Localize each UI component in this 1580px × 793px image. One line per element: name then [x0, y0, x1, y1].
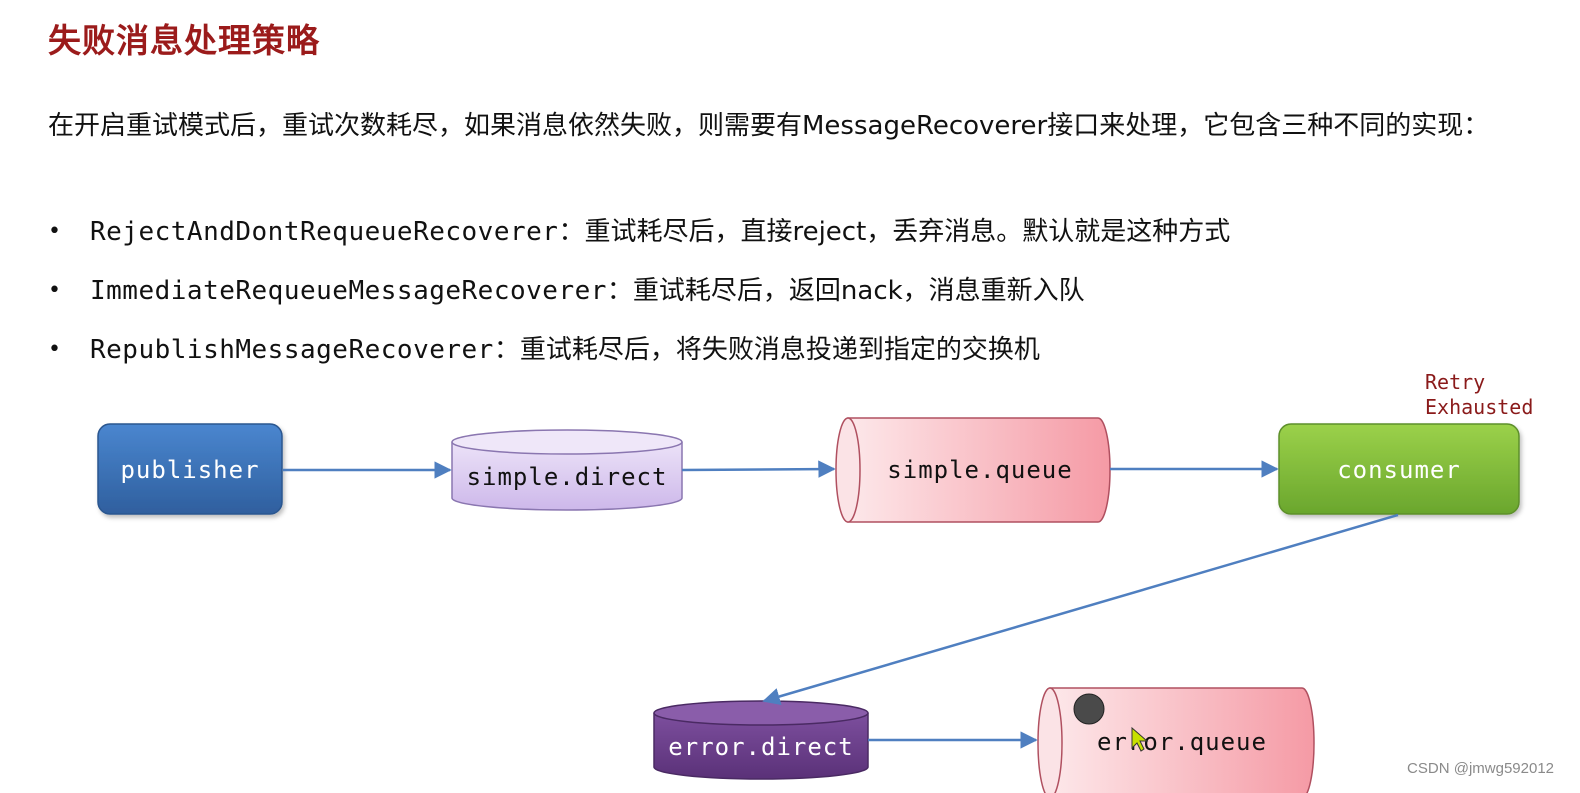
list-item: • RepublishMessageRecoverer：重试耗尽后，将失败消息投递… — [48, 323, 1230, 382]
arrow-consumer-to-error-exchange — [762, 513, 1399, 705]
arrow-exchange-to-queue — [681, 460, 836, 478]
bullet-icon: • — [48, 278, 61, 303]
recoverer-desc: ：重试耗尽后，将失败消息投递到指定的交换机 — [493, 335, 1040, 365]
retry-exhausted-note: Retry Exhausted — [1425, 370, 1534, 419]
cursor-dot-icon — [1073, 693, 1105, 725]
error-queue: error.queue — [1037, 687, 1315, 793]
recoverer-name: ImmediateRequeueMessageRecoverer — [90, 276, 607, 306]
bullet-icon: • — [48, 337, 61, 362]
consumer-label: consumer — [1337, 456, 1461, 484]
error-direct-exchange: error.direct — [653, 700, 869, 780]
recoverer-desc: ：重试耗尽后，返回nack，消息重新入队 — [606, 276, 1085, 306]
error-queue-label: error.queue — [1097, 728, 1267, 756]
publisher-label: publisher — [120, 456, 259, 484]
list-item: • RejectAndDontRequeueRecoverer：重试耗尽后，直接r… — [48, 205, 1230, 264]
mouse-cursor-icon — [1131, 726, 1149, 752]
simple-queue: simple.queue — [835, 417, 1111, 523]
recoverer-desc: ：重试耗尽后，直接reject，丢弃消息。默认就是这种方式 — [558, 217, 1231, 247]
publisher-node: publisher — [97, 423, 283, 515]
consumer-node: consumer — [1278, 423, 1520, 515]
intro-paragraph: 在开启重试模式后，重试次数耗尽，如果消息依然失败，则需要有MessageReco… — [48, 111, 1490, 141]
simple-direct-exchange: simple.direct — [451, 429, 683, 511]
recoverer-name: RepublishMessageRecoverer — [90, 335, 494, 365]
list-item: • ImmediateRequeueMessageRecoverer：重试耗尽后，… — [48, 264, 1230, 323]
page-title: 失败消息处理策略 — [48, 21, 320, 60]
bullet-icon: • — [48, 219, 61, 244]
recoverer-list: • RejectAndDontRequeueRecoverer：重试耗尽后，直接r… — [48, 205, 1230, 382]
watermark: CSDN @jmwg592012 — [1407, 760, 1554, 777]
error-direct-label: error.direct — [668, 733, 853, 761]
recoverer-name: RejectAndDontRequeueRecoverer — [90, 217, 559, 247]
simple-direct-label: simple.direct — [467, 463, 668, 491]
simple-queue-label: simple.queue — [887, 456, 1072, 484]
